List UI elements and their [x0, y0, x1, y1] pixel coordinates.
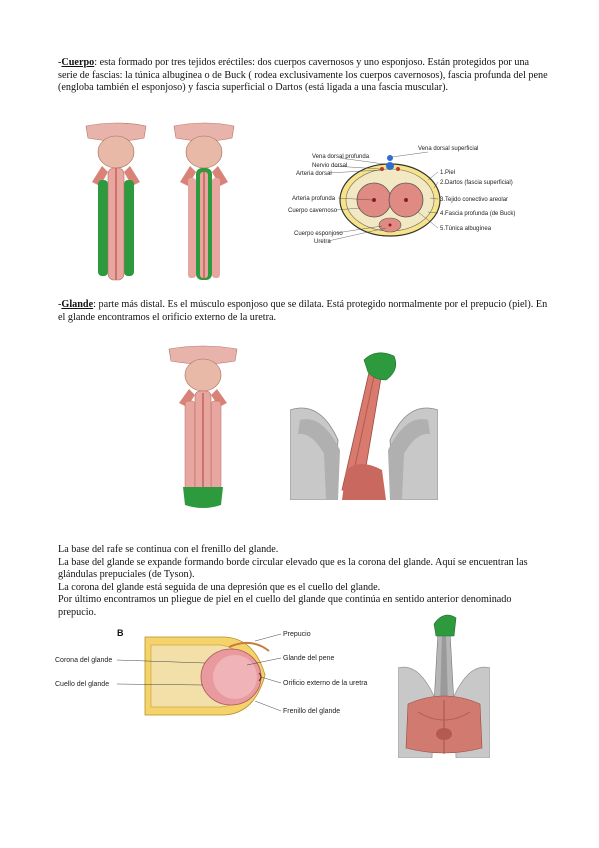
paragraph-base-glande: La base del rafe se continua con el fren… [58, 544, 548, 620]
label-tejido-conectivo: 3.Tejido conectivo areolar [440, 197, 508, 203]
label-arteria-profunda: Arteria profunda [292, 196, 336, 202]
line-frenillo: La base del rafe se continua con el fren… [58, 544, 279, 555]
paragraph-glande: -Glande: parte más distal. Es el músculo… [58, 299, 548, 323]
figure-pelvic-glans [290, 350, 438, 500]
line-prepucio: Por último encontramos un pliegue de pie… [58, 594, 512, 618]
label-arteria-dorsal: Arteria dorsal [296, 171, 332, 177]
line-cuello: La corona del glande está seguida de una… [58, 581, 381, 593]
illustration-left [85, 122, 147, 281]
label-glande-del-pene: Glande del pene [283, 655, 334, 662]
panel-letter-b: B [117, 628, 124, 638]
term-cuerpo: Cuerpo [61, 57, 95, 68]
label-cuerpo-esponjoso: Cuerpo esponjoso [294, 231, 343, 237]
label-cuerpo-cavernoso: Cuerpo cavernoso [288, 208, 338, 214]
figure-cross-section: Vena dorsal profunda Nervio dorsal Arter… [288, 146, 515, 245]
label-prepucio: Prepucio [283, 631, 311, 638]
label-vena-dorsal-superficial: Vena dorsal superficial [418, 146, 478, 152]
label-tunica-albuginea: 5.Túnica albugínea [440, 226, 492, 232]
label-cuello-del-glande: Cuello del glande [55, 681, 109, 688]
label-uretra: Uretra [314, 239, 331, 245]
label-fascia-profunda: 4.Fascia profunda (de Buck) [440, 211, 515, 217]
label-dartos: 2.Dartos (fascia superficial) [440, 180, 513, 186]
figure-penis-longitudinal [85, 122, 235, 281]
label-piel: 1.Piel [440, 170, 455, 176]
label-vena-dorsal-profunda: Vena dorsal profunda [312, 154, 370, 160]
figure-pelvic-perineum [398, 614, 490, 758]
label-orificio-externo: Orificio externo de la uretra [283, 680, 368, 687]
figure-glans-longitudinal [168, 345, 238, 508]
label-frenillo-del-glande: Frenillo del glande [283, 708, 340, 715]
line-corona: La base del glande se expande formando b… [58, 556, 528, 581]
label-nervio-dorsal: Nervio dorsal [312, 163, 347, 169]
illustration-right [173, 122, 235, 280]
label-corona-del-glande: Corona del glande [55, 657, 112, 664]
figure-glans-detail: B Corona del glande Cuello del glande Pr… [55, 628, 368, 716]
paragraph-cuerpo: -Cuerpo: esta formado por tres tejidos e… [58, 57, 548, 94]
term-glande: Glande [61, 299, 94, 310]
